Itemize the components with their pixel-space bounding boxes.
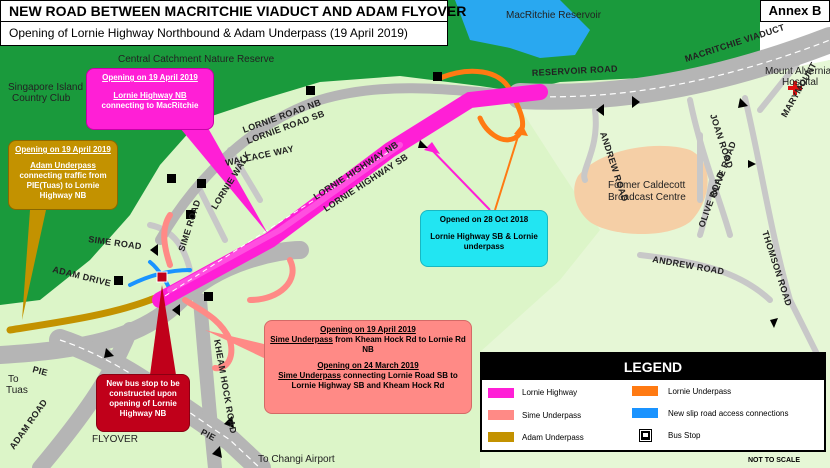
magenta-pointer [180, 128, 268, 234]
cyan-pointer-underpass [494, 129, 521, 211]
place-label-reservoir: MacRitchie Reservoir [506, 10, 602, 21]
callout-heading: Opening on 24 March 2019 [317, 361, 419, 370]
legend: LEGEND Lornie Highway Lornie Underpass S… [480, 352, 826, 452]
legend-label-adam-underpass: Adam Underpass [522, 433, 584, 442]
place-label-adam-flyover-2: FLYOVER [92, 434, 138, 445]
caldecott-site [574, 145, 708, 235]
lornie-highway-route [152, 84, 548, 308]
new-bus-stop-icon [156, 271, 168, 283]
place-label-country-club-2: Country Club [12, 93, 71, 104]
place-label-caldecott-1: Former Caldecott [608, 180, 685, 191]
place-label-tuas-2: Tuas [6, 385, 28, 396]
place-label-caldecott-2: Broadcast Centre [608, 192, 686, 203]
hospital-cross-icon [788, 81, 802, 95]
callout-heading: Opening on 19 April 2019 [102, 73, 198, 82]
callout-highlight: Lornie Highway NB [113, 91, 187, 100]
direction-arrows [104, 96, 778, 458]
bus-stop-icon [114, 276, 123, 285]
callout-body: New bus stop to be constructed upon open… [106, 379, 180, 418]
map-subtitle: Opening of Lornie Highway Northbound & A… [0, 22, 448, 46]
legend-label-bus-stop: Bus Stop [668, 431, 701, 440]
callout-lornie-highway-nb: Opening on 19 April 2019 Lornie Highway … [86, 68, 214, 130]
scale-note: NOT TO SCALE [748, 457, 800, 464]
callout-highlight: Adam Underpass [30, 161, 96, 170]
legend-swatch-sime-underpass [488, 410, 514, 420]
legend-label-lornie-underpass: Lornie Underpass [668, 387, 732, 396]
callout-heading: Opening on 19 April 2019 [15, 145, 111, 154]
bus-stop-icon [306, 86, 315, 95]
reservoir-water [455, 0, 590, 58]
legend-label-sime-underpass: Sime Underpass [522, 411, 582, 420]
callout-highlight: Sime Underpass [270, 335, 333, 344]
road-label-pie-west: PIE [31, 364, 48, 378]
bus-stop-icon [433, 72, 442, 81]
place-label-hospital-1: Mount Alvernia [765, 66, 830, 77]
callout-heading: Opened on 28 Oct 2018 [439, 215, 529, 224]
cyan-pointer-highway [429, 147, 491, 211]
legend-label-slip-road: New slip road access connections [668, 409, 789, 418]
callout-body: Lornie Highway SB & Lornie underpass [430, 232, 538, 251]
road-label-reservoir-road: RESERVOIR ROAD [532, 63, 619, 78]
legend-title: LEGEND [482, 354, 824, 380]
callout-body: from Kheam Hock Rd to Lornie Rd NB [332, 335, 466, 354]
place-label-nature-reserve: Central Catchment Nature Reserve [118, 54, 275, 65]
callout-body: connecting Lornie Road SB to Lornie High… [291, 371, 458, 390]
legend-swatch-lornie-highway [488, 388, 514, 398]
bus-stop-icon [204, 292, 213, 301]
map-title: NEW ROAD BETWEEN MACRITCHIE VIADUCT AND … [0, 0, 466, 22]
legend-swatch-adam-underpass [488, 432, 514, 442]
place-label-changi: To Changi Airport [258, 454, 335, 465]
bus-stop-icon [197, 179, 206, 188]
callout-body: connecting traffic from PIE(Tuas) to Lor… [19, 171, 107, 200]
bus-stop-icon [186, 210, 195, 219]
lornie-underpass-route [437, 68, 526, 143]
annex-label: Annex B [760, 0, 830, 22]
place-label-hospital-2: Hospital [782, 77, 818, 88]
bus-stop-icons [114, 72, 442, 301]
legend-swatch-slip-road [632, 408, 658, 418]
callout-new-bus-stop: New bus stop to be constructed upon open… [96, 374, 190, 432]
salmon-pointer [205, 330, 268, 360]
callout-adam-underpass: Opening on 19 April 2019 Adam Underpass … [8, 140, 118, 210]
gold-pointer [22, 210, 46, 320]
callout-lornie-highway-sb: Opened on 28 Oct 2018 Lornie Highway SB … [420, 210, 548, 267]
callout-body: connecting to MacRitchie [101, 101, 199, 110]
callout-highlight: Sime Underpass [278, 371, 341, 380]
callout-sime-underpass: Opening on 19 April 2019 Sime Underpass … [264, 320, 472, 414]
place-label-tuas-1: To [8, 374, 19, 385]
place-label-country-club-1: Singapore Island [8, 82, 83, 93]
legend-label-lornie-highway: Lornie Highway [522, 388, 578, 397]
red-pointer [150, 285, 176, 375]
local-roads [147, 57, 823, 363]
bus-stop-icon [167, 174, 176, 183]
legend-swatch-lornie-underpass [632, 386, 658, 396]
bus-stop-icon [639, 429, 652, 442]
callout-heading: Opening on 19 April 2019 [320, 325, 416, 334]
